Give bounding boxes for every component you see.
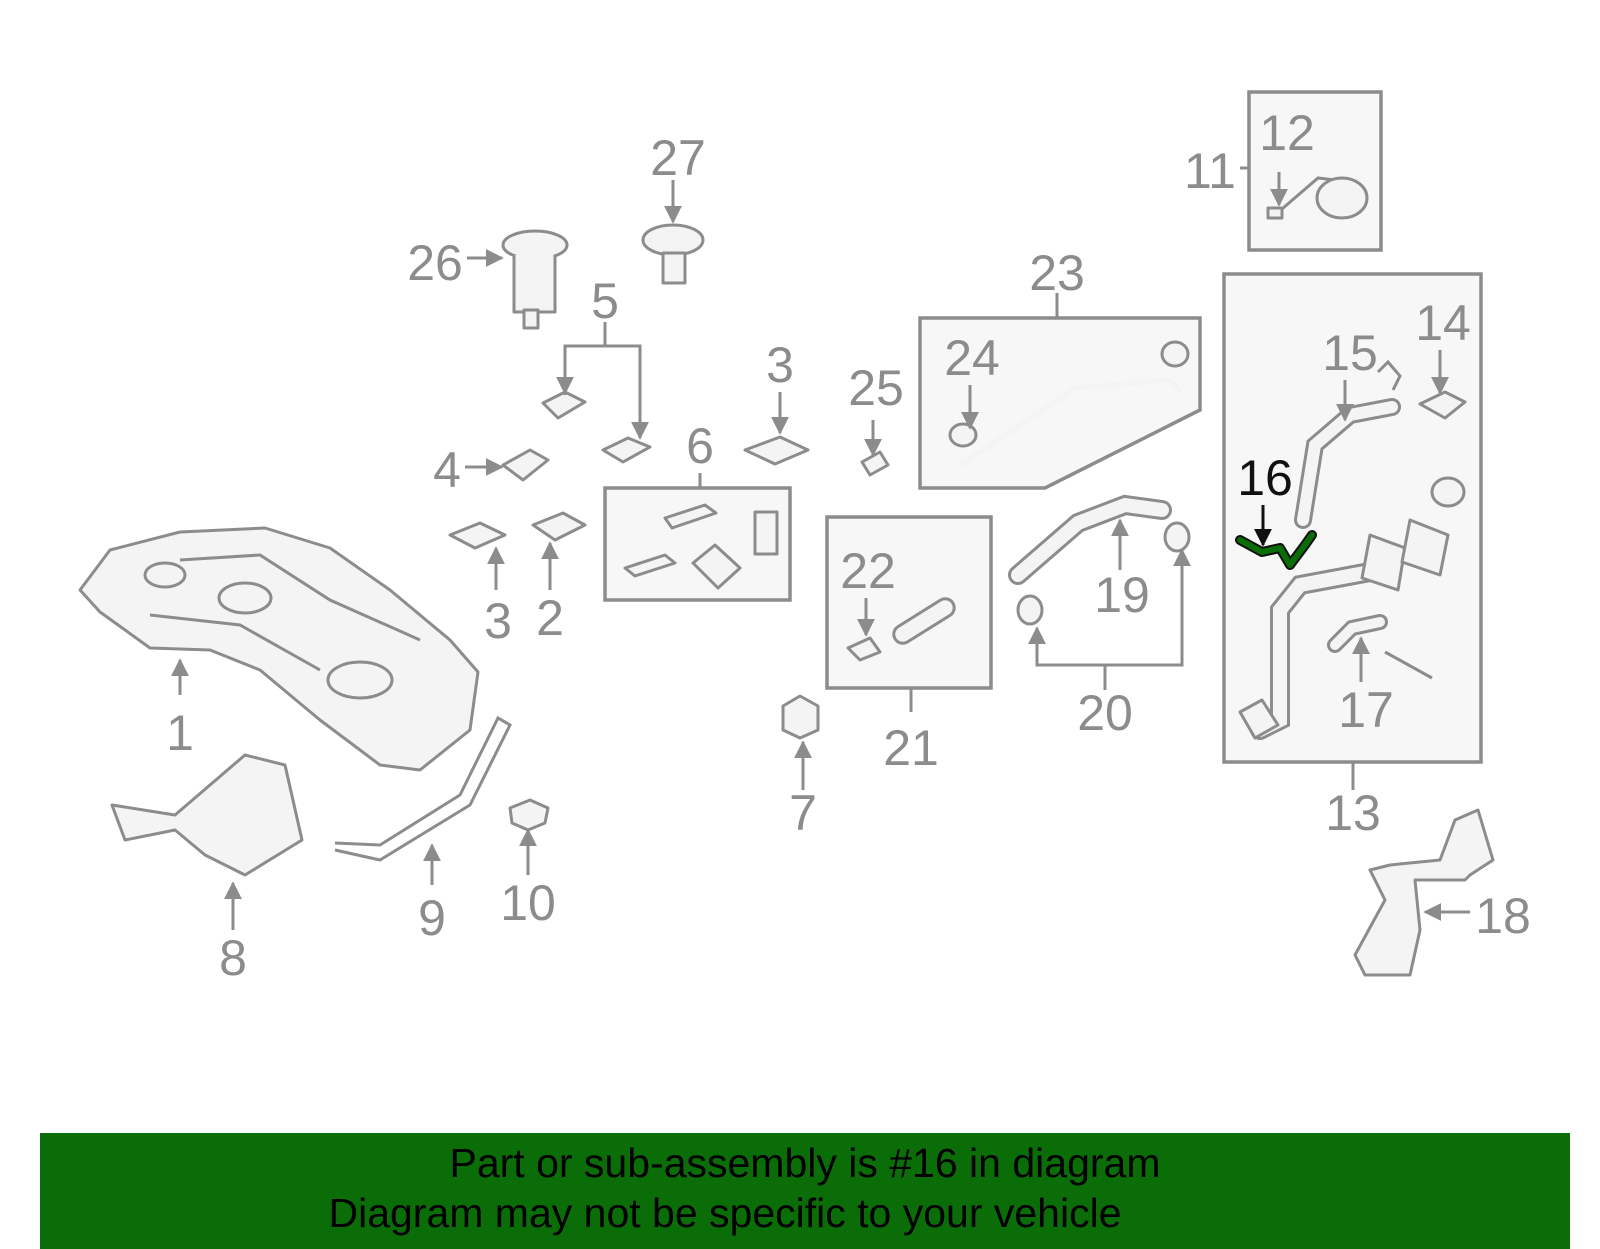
box-11 [1247, 90, 1383, 252]
banner-line-1: Part or sub-assembly is #16 in diagram [449, 1140, 1161, 1186]
leader-lines [171, 166, 1470, 930]
info-banner: Part or sub-assembly is #16 in diagram D… [40, 1133, 1570, 1249]
clamp-part-20-left [1016, 594, 1044, 626]
box-21 [825, 515, 993, 690]
callout-21: 21 [883, 720, 939, 776]
clamp-part-24 [948, 422, 978, 448]
valve-part-14 [1418, 390, 1467, 420]
pad-box6-d [691, 543, 742, 590]
callout-4: 4 [433, 442, 461, 498]
bumper-part-7 [781, 694, 820, 740]
clip-part-22 [846, 636, 882, 662]
bolt-part-17 [1384, 650, 1433, 680]
pad-box6-c [753, 510, 779, 556]
tank-strap-part-9 [334, 715, 512, 862]
flange-part-13-b [1400, 518, 1450, 577]
callout-26: 26 [407, 235, 463, 291]
highlighted-part-16[interactable] [1235, 530, 1317, 570]
cap-part-13 [1430, 476, 1466, 508]
callout-24: 24 [944, 330, 1000, 386]
callout-9: 9 [418, 890, 446, 946]
callout-19: 19 [1094, 567, 1150, 623]
callout-13: 13 [1325, 785, 1381, 841]
pad-box6-a [663, 503, 718, 530]
callout-12: 12 [1259, 105, 1315, 161]
pad-part-5-a [541, 390, 587, 420]
pad-box6-b [623, 553, 677, 578]
callout-11: 11 [1184, 143, 1236, 199]
flange-part-13-a [1360, 533, 1407, 592]
callout-labels: 1 2 3 3 4 5 6 7 8 9 10 11 12 13 14 15 16… [166, 105, 1531, 986]
callout-23: 23 [1029, 245, 1085, 301]
callout-6: 6 [686, 418, 714, 474]
clip-part-15 [1376, 359, 1402, 391]
cap-part-27 [641, 223, 705, 285]
callout-3-right: 3 [766, 337, 794, 393]
callout-5: 5 [591, 273, 619, 329]
callout-7: 7 [789, 785, 817, 841]
box-13 [1222, 272, 1483, 764]
callout-18: 18 [1475, 888, 1531, 944]
clamp-part-23 [1160, 340, 1190, 368]
pad-part-3-right [743, 435, 810, 466]
callout-1: 1 [166, 705, 194, 761]
heat-shield-part-8 [110, 753, 304, 877]
fuel-tank-part-1 [78, 526, 480, 772]
bracket-part-18 [1353, 808, 1495, 977]
callout-16[interactable]: 16 [1237, 450, 1293, 506]
pad-part-5-b [601, 436, 652, 464]
parts-diagram: 1 2 3 3 4 5 6 7 8 9 10 11 12 13 14 15 16… [78, 90, 1531, 986]
tube-part-22 [892, 597, 956, 645]
callout-25: 25 [848, 360, 904, 416]
callout-8: 8 [219, 930, 247, 986]
fuel-pump-part-26 [501, 229, 569, 330]
fitting-part-25 [860, 450, 890, 477]
clamp-part-20-right [1163, 521, 1191, 553]
callout-17: 17 [1338, 682, 1394, 738]
pad-part-3-left [448, 521, 507, 550]
callout-22: 22 [840, 543, 896, 599]
callout-3-left: 3 [484, 593, 512, 649]
callout-20: 20 [1077, 685, 1133, 741]
clip-part-10 [508, 798, 550, 832]
callout-15: 15 [1322, 325, 1378, 381]
pad-part-2 [531, 511, 587, 542]
callout-2: 2 [536, 590, 564, 646]
pad-part-4 [501, 448, 550, 482]
filler-elbow [1238, 698, 1280, 740]
pipe-part-23-inner [957, 377, 1183, 468]
callout-14: 14 [1415, 295, 1471, 351]
valve-part-12 [1266, 176, 1369, 220]
callout-27: 27 [650, 130, 706, 186]
callout-10: 10 [500, 875, 556, 931]
banner-line-2: Diagram may not be specific to your vehi… [328, 1190, 1122, 1236]
